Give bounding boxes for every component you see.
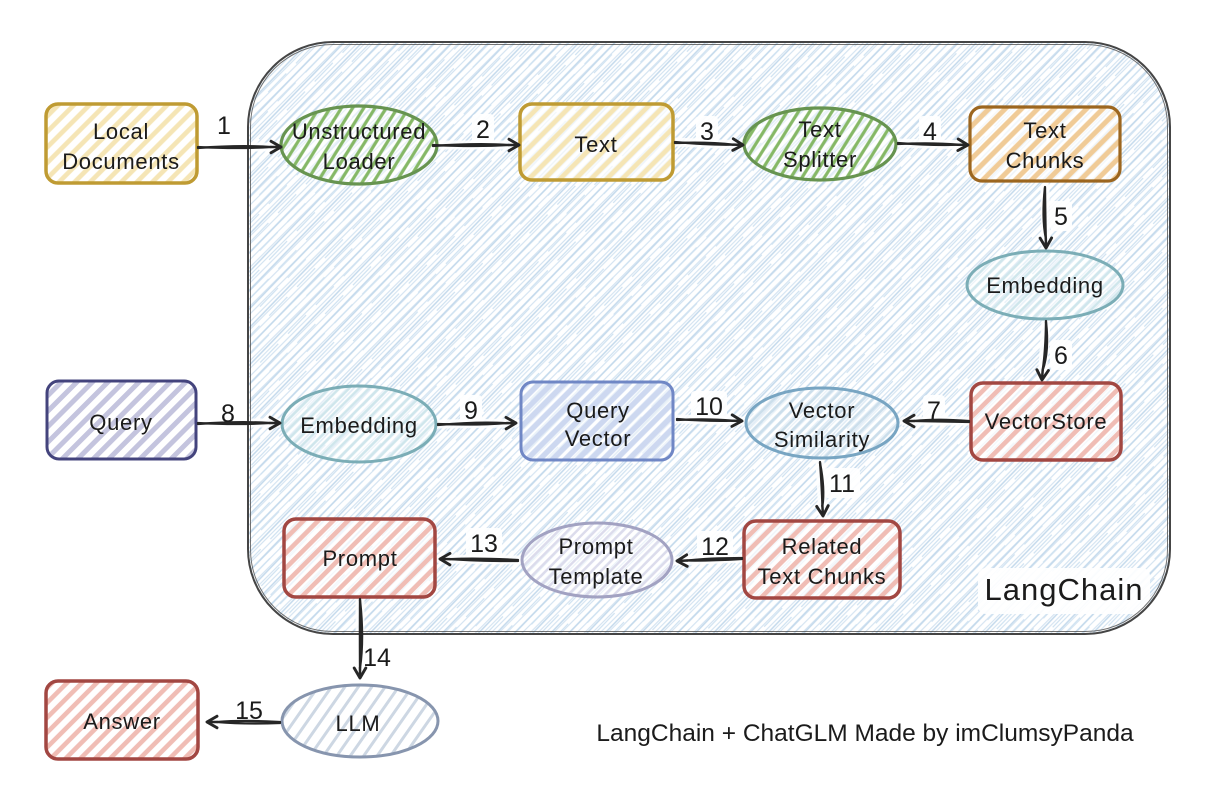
svg-text:12: 12 (701, 533, 729, 561)
svg-text:Similarity: Similarity (774, 427, 870, 452)
svg-text:Answer: Answer (83, 709, 161, 734)
svg-text:Embedding: Embedding (300, 413, 418, 438)
svg-text:Loader: Loader (323, 149, 396, 174)
svg-text:LangChain + ChatGLM Made by im: LangChain + ChatGLM Made by imClumsyPand… (596, 720, 1134, 747)
svg-text:3: 3 (700, 118, 714, 146)
svg-text:Documents: Documents (62, 149, 180, 174)
svg-text:4: 4 (923, 118, 937, 146)
svg-text:Query: Query (89, 410, 152, 435)
svg-text:8: 8 (221, 400, 235, 428)
svg-text:10: 10 (695, 393, 723, 421)
svg-text:Local: Local (93, 119, 149, 144)
svg-text:6: 6 (1054, 342, 1068, 370)
svg-text:Text: Text (574, 132, 617, 157)
svg-text:Prompt: Prompt (322, 546, 397, 571)
svg-text:LLM: LLM (336, 711, 381, 736)
svg-text:11: 11 (829, 470, 855, 498)
svg-text:Splitter: Splitter (783, 147, 857, 172)
svg-text:Text Chunks: Text Chunks (758, 564, 887, 589)
svg-text:VectorStore: VectorStore (985, 409, 1108, 434)
svg-text:7: 7 (927, 397, 941, 425)
svg-text:Template: Template (549, 564, 644, 589)
svg-text:13: 13 (470, 530, 498, 558)
svg-text:LangChain: LangChain (985, 572, 1144, 607)
svg-text:14: 14 (363, 644, 391, 672)
svg-text:Text: Text (1023, 118, 1066, 143)
svg-text:Vector: Vector (789, 398, 856, 423)
svg-text:Unstructured: Unstructured (292, 119, 426, 144)
svg-text:2: 2 (476, 116, 490, 144)
svg-text:1: 1 (217, 112, 231, 140)
svg-text:Prompt: Prompt (558, 534, 633, 559)
svg-text:Query: Query (566, 398, 629, 423)
svg-text:Vector: Vector (565, 426, 632, 451)
svg-text:Embedding: Embedding (986, 273, 1104, 298)
svg-text:Text: Text (798, 117, 841, 142)
svg-text:Related: Related (782, 534, 863, 559)
svg-text:15: 15 (235, 697, 263, 725)
svg-text:Chunks: Chunks (1006, 148, 1085, 173)
svg-text:9: 9 (464, 397, 478, 425)
svg-text:5: 5 (1054, 203, 1068, 231)
